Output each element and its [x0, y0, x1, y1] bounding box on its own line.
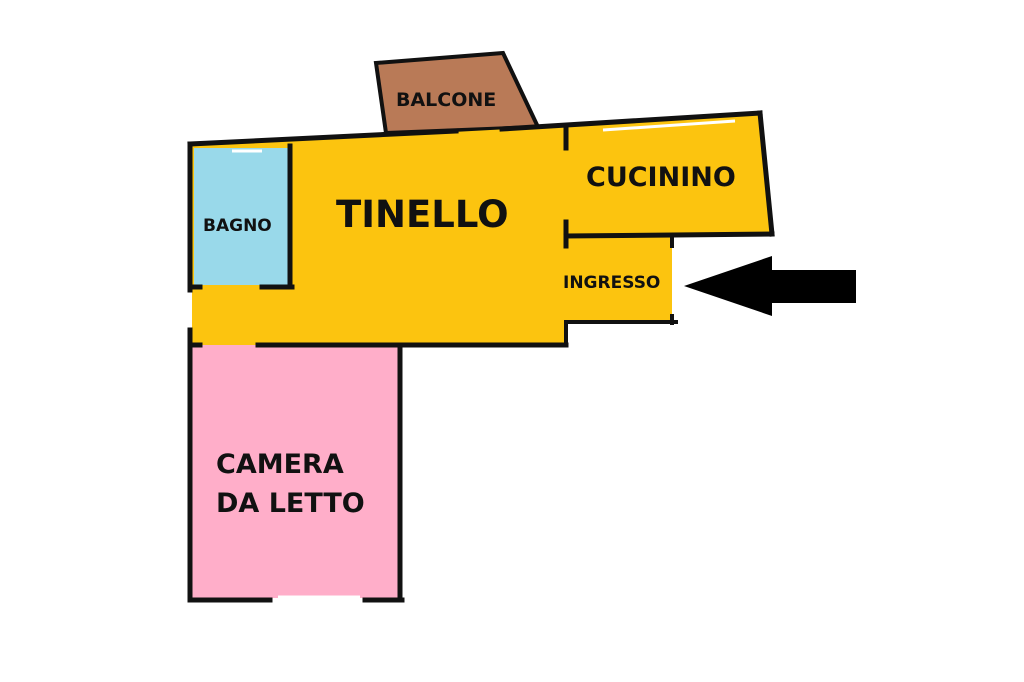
ingresso-room [566, 236, 672, 322]
bagno-room [194, 148, 290, 285]
camera-room [192, 345, 400, 598]
balcone-label: BALCONE [396, 89, 496, 111]
bagno-label: BAGNO [203, 216, 272, 236]
camera-label-line1: CAMERA [216, 449, 344, 480]
windows [232, 119, 736, 599]
cucinino-label: CUCININO [586, 162, 736, 193]
cucinino-room [566, 113, 771, 236]
walls [187, 110, 775, 603]
ingresso-label: INGRESSO [563, 273, 660, 293]
tinello-label: TINELLO [336, 193, 509, 236]
camera-label-line2: DA LETTO [216, 488, 365, 519]
arrow-left-icon [684, 256, 856, 316]
